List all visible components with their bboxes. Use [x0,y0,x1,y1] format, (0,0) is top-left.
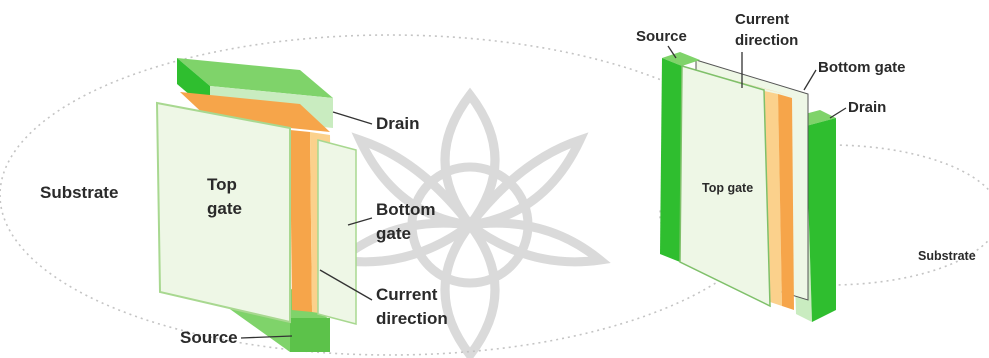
right-top-gate-label: Top gate [702,181,753,195]
left-top-gate-label-2: gate [207,199,242,218]
right-substrate-label: Substrate [918,249,976,263]
left-bottom-gate-label-1: Bottom [376,200,435,219]
right-current-label-1: Current [735,11,789,28]
right-drain-side [806,118,836,322]
right-drain-label: Drain [848,99,886,116]
right-source-leader [667,45,677,59]
right-source-top [662,52,700,66]
right-drain-leader [829,107,847,119]
left-finfet [155,58,357,352]
left-source-label: Source [180,328,238,347]
right-labels: Source Current direction Bottom gate Dra… [636,11,976,263]
left-drain-label: Drain [376,114,419,133]
left-bottom-gate-leader [347,217,373,226]
left-top-gate [155,101,291,324]
left-labels: Substrate Top gate Drain Bottom gate Cur… [40,111,448,347]
watermark-rosette [329,87,611,358]
left-drain-leader [332,111,373,125]
left-bottom-gate [317,139,357,325]
left-current-leader [319,269,373,301]
left-source-leader [240,335,293,339]
right-source-label: Source [636,28,687,45]
right-top-gate [679,65,771,308]
left-fin-top [180,92,330,132]
right-finfet [660,52,836,322]
left-current-label-1: Current [376,285,438,304]
right-source-side [660,58,682,262]
right-bottom-gate-leader [803,69,817,91]
left-source-end [290,318,330,352]
right-fin-dark [778,94,794,310]
left-current-label-2: direction [376,309,448,328]
left-fin-side [290,130,312,312]
left-substrate-label: Substrate [40,183,118,202]
right-bottom-gate-label: Bottom gate [818,59,906,76]
left-top-gate-label-1: Top [207,175,237,194]
left-bottom-gate-label-2: gate [376,224,411,243]
left-drain-top [177,58,333,98]
right-current-label-2: direction [735,32,798,49]
